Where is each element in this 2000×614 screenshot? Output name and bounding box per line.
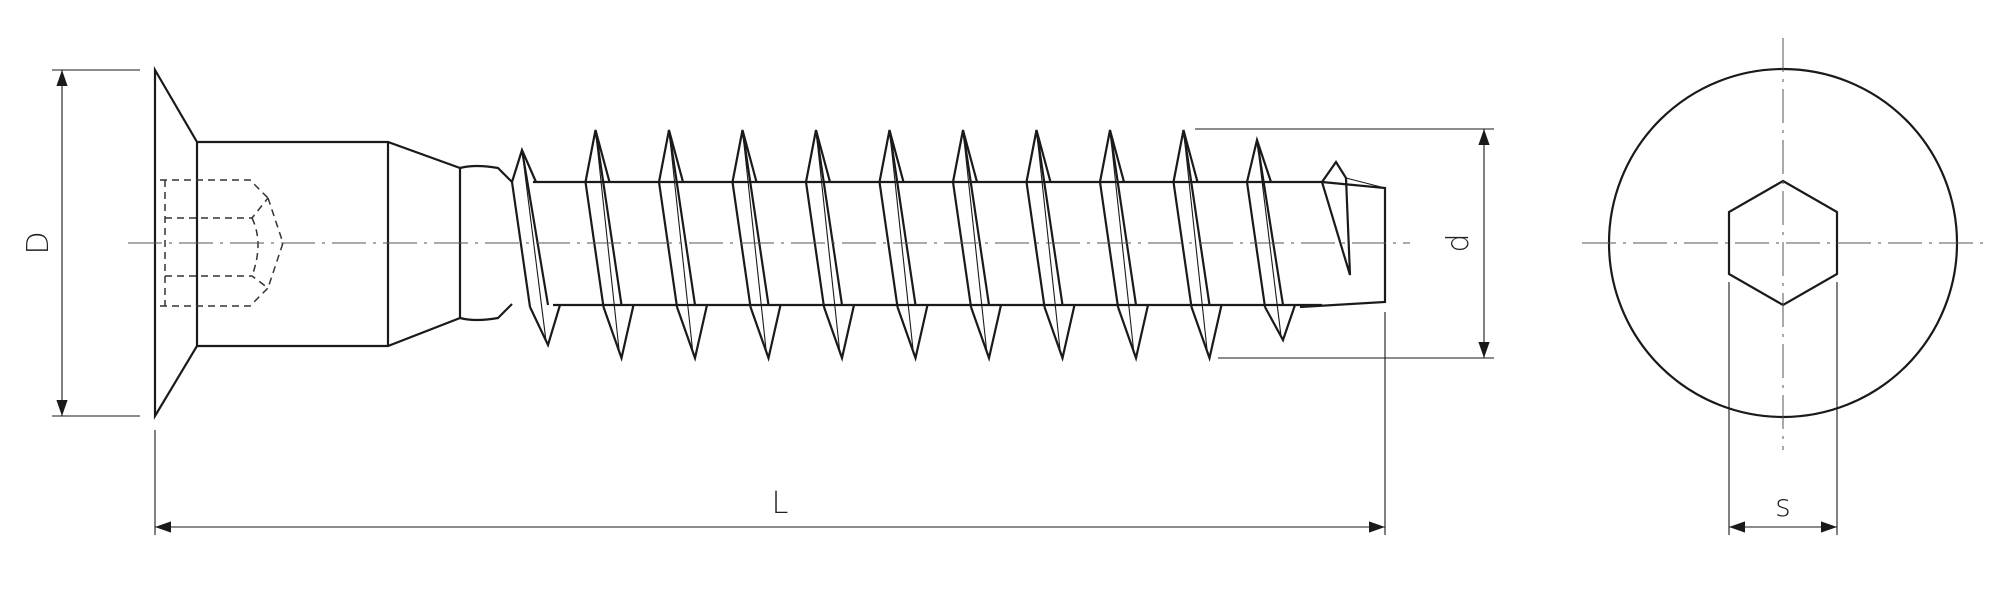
thread-flight [1098,129,1150,362]
thread-flight [510,146,562,349]
dimension-label-d: d [1441,233,1476,252]
thread-flight [804,129,856,362]
screw-tip [1299,180,1387,309]
thread-flight [584,129,635,362]
thread-flight [657,129,709,362]
thread-flight [731,129,782,362]
dimension-label-D: D [21,231,56,254]
dimension-label-L: L [772,486,789,521]
dimension-d: d [1195,128,1494,359]
dimension-D: D [21,69,140,417]
screw-shank [197,140,462,348]
screw-end-view [1582,38,1985,450]
dimension-s: s [1728,282,1838,535]
dimension-L: L [154,312,1386,535]
thread-flight [1025,129,1076,362]
hex-socket-hidden-lines [160,179,284,307]
screw-side-view [128,65,1410,420]
thread-flight [878,129,929,362]
thread-flight [1245,135,1297,343]
thread-flights [510,129,1297,362]
thread-flight [1172,129,1223,362]
thread-flight [951,129,1003,362]
dimension-label-s: s [1775,489,1791,524]
